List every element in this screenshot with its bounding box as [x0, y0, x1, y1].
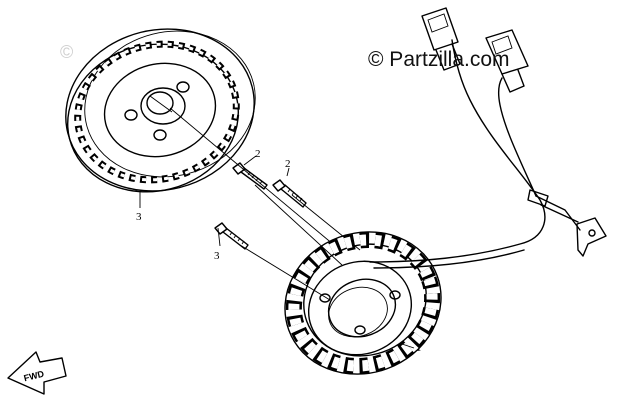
flywheel-rotor — [65, 28, 256, 193]
assembly-line-mid — [254, 184, 343, 266]
assembly-line-lower — [239, 244, 331, 301]
connector-lower — [485, 29, 529, 93]
fwd-label: FWD — [23, 369, 46, 384]
faded-copyright-mark: © — [60, 42, 73, 62]
connector-upper — [421, 7, 461, 71]
leader-bolt-lower — [217, 227, 221, 247]
stator-coil — [284, 231, 442, 375]
wiring-harness — [369, 39, 607, 269]
leader-bolt-upper-left — [243, 155, 257, 166]
leader-stator — [401, 343, 415, 349]
bolt-upper-left — [232, 162, 268, 190]
assembly-line-upper — [169, 107, 341, 251]
callout-stator: 1 — [416, 342, 422, 354]
partzilla-watermark: © Partzilla.com — [368, 48, 510, 71]
callout-bolt-upper-right: 2 — [285, 158, 291, 170]
fwd-arrow-icon: FWD — [7, 351, 67, 395]
callout-flywheel: 3 — [136, 211, 142, 223]
leader-bolt-upper-right — [286, 167, 290, 177]
callout-bolt-lower: 3 — [214, 250, 220, 262]
bolt-upper-right — [272, 179, 307, 208]
callout-bolt-upper-left: 2 — [255, 148, 261, 160]
